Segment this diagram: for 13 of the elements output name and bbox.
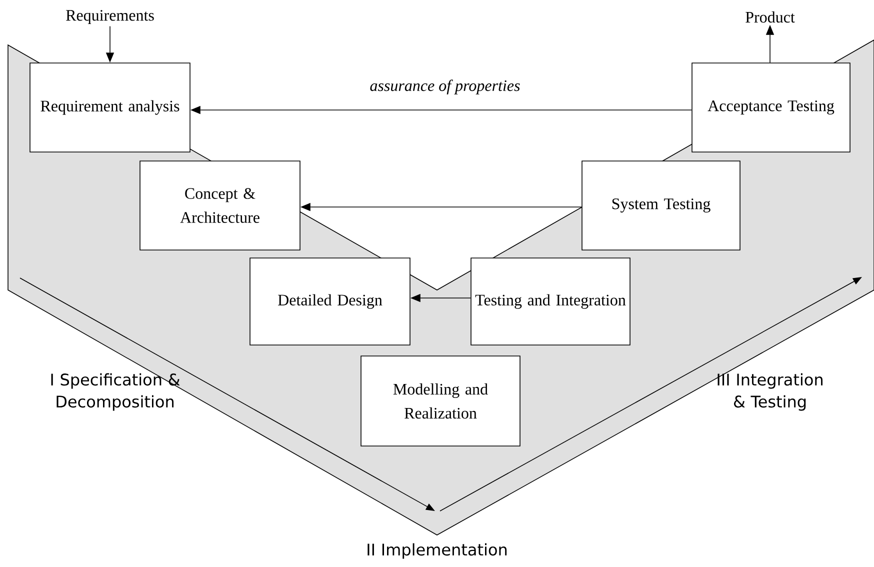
process-box: Detailed Design xyxy=(250,258,410,346)
input-label: Requirements xyxy=(66,10,154,24)
process-box: Modelling and Realization xyxy=(360,356,520,446)
phase-label: III Integration & Testing xyxy=(718,373,822,411)
edge-label: assurance of properties xyxy=(370,80,520,94)
phase-label: II Implementation xyxy=(368,543,507,559)
input-label: Product xyxy=(746,11,795,23)
process-box: Requirement analysis xyxy=(30,62,190,152)
phase-label: I Specification & Decomposition xyxy=(51,373,180,411)
process-box: Concept & Architecture xyxy=(140,160,300,250)
process-box: Acceptance Testing xyxy=(692,62,850,152)
process-box: System Testing xyxy=(582,160,740,250)
process-box: Testing and Integration xyxy=(470,258,630,346)
